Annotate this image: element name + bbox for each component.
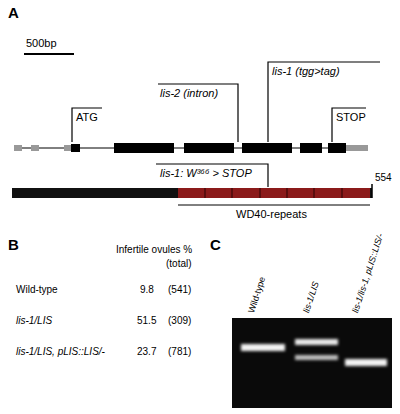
utr-exon bbox=[31, 145, 39, 151]
scale-bar bbox=[24, 53, 74, 55]
utr-exon bbox=[64, 145, 71, 151]
table-cell: (541) bbox=[168, 284, 191, 296]
lane-label: Wild-type bbox=[246, 275, 267, 314]
table-cell: 9.8 bbox=[140, 284, 154, 296]
end-tick bbox=[371, 184, 373, 198]
leader-line bbox=[268, 62, 380, 142]
leader-line bbox=[72, 108, 102, 142]
utr-exon bbox=[346, 145, 368, 151]
coding-exon bbox=[184, 143, 234, 153]
leader-line bbox=[156, 164, 268, 187]
coding-exon bbox=[328, 143, 346, 153]
lane-label: lis-1/LIS bbox=[301, 280, 321, 314]
coding-exon bbox=[114, 143, 174, 153]
scale-label: 500bp bbox=[26, 37, 57, 50]
table-header: Infertile ovules % bbox=[116, 244, 192, 256]
table-cell: lis-1/LIS, pLIS::LIS/- bbox=[16, 346, 105, 358]
leader-line bbox=[158, 84, 238, 142]
table-header: (total) bbox=[166, 258, 192, 270]
length-label: 554 bbox=[375, 172, 392, 184]
feature-label: ATG bbox=[76, 111, 98, 124]
allele-label: lis-1 (tgg>tag) bbox=[272, 65, 340, 78]
repeat-dividers bbox=[205, 188, 342, 198]
table-cell: (781) bbox=[168, 346, 191, 358]
table-cell: 23.7 bbox=[137, 346, 156, 358]
panel-letter: B bbox=[8, 236, 19, 253]
lane-label: lis-1/lis-1, pLIS::LIS/- bbox=[350, 232, 385, 314]
table-cell: (309) bbox=[168, 315, 191, 327]
coding-exon bbox=[71, 144, 80, 152]
gel-image bbox=[232, 318, 392, 408]
feature-label: STOP bbox=[336, 111, 366, 124]
wd40-region bbox=[178, 188, 370, 198]
panel-letter: A bbox=[8, 4, 19, 21]
domain-label: WD40-repeats bbox=[236, 208, 307, 221]
mutation-label: lis-1: W³⁶⁶ > STOP bbox=[160, 167, 252, 180]
bracket-line bbox=[178, 205, 370, 206]
table-cell: 51.5 bbox=[137, 315, 156, 327]
coding-exon bbox=[242, 143, 292, 153]
allele-label: lis-2 (intron) bbox=[160, 87, 218, 100]
leader-line bbox=[332, 108, 366, 142]
table-cell: Wild-type bbox=[16, 284, 58, 296]
gel-bands bbox=[241, 339, 387, 366]
utr-exon bbox=[14, 145, 22, 151]
panel-letter: C bbox=[210, 236, 221, 253]
protein-bar bbox=[12, 188, 372, 198]
table-cell: lis-1/LIS bbox=[16, 315, 52, 327]
coding-exon bbox=[300, 143, 322, 153]
